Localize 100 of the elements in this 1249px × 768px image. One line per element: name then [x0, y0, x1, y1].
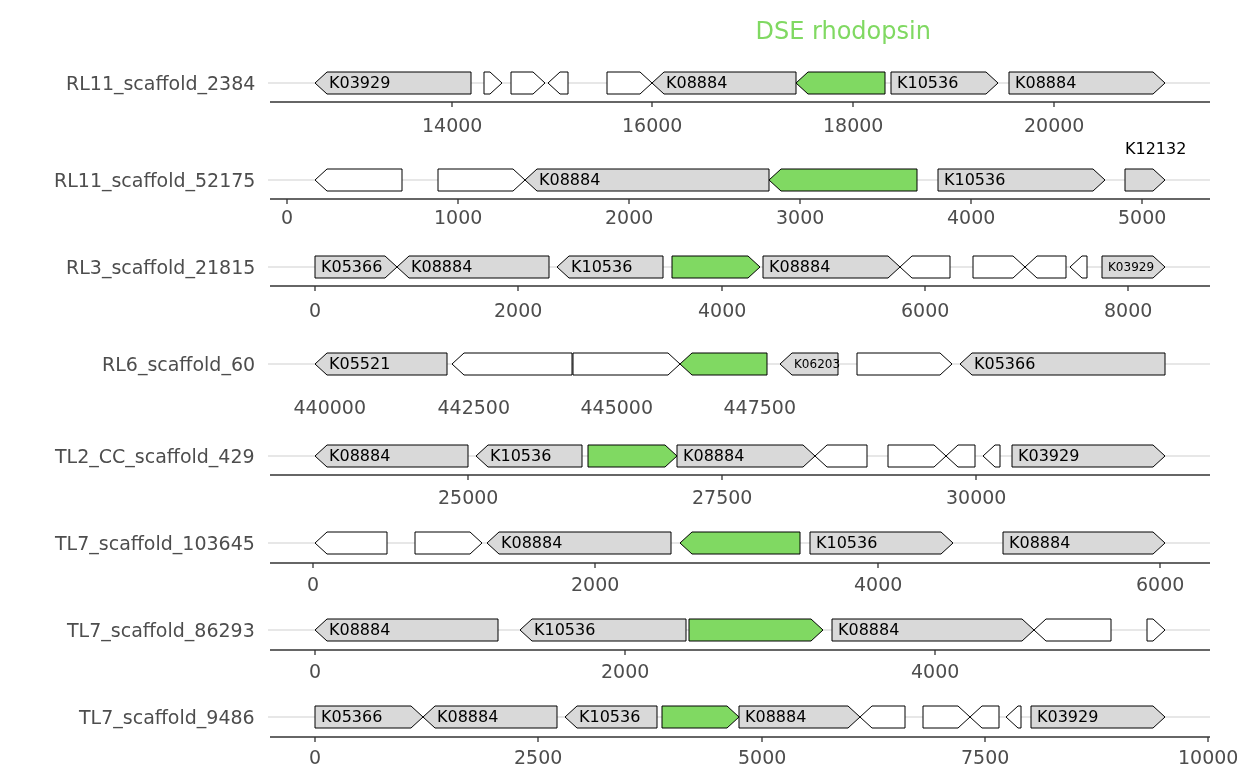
gene-block: [946, 445, 975, 467]
gene-block: [484, 72, 502, 94]
gene-block: [452, 353, 572, 375]
axis-tick-label: 440000: [293, 397, 367, 417]
axis-tick-label: 10000: [1178, 747, 1239, 767]
gene-block: [780, 353, 838, 375]
gene-block: [810, 532, 953, 554]
gene-block: [315, 353, 447, 375]
axis-tick-label: 8000: [1104, 300, 1153, 320]
gene-block: [973, 256, 1025, 278]
gene-label: K05521: [329, 353, 391, 375]
axis-tick-label: 7500: [961, 747, 1010, 767]
gene-label: K10536: [944, 169, 1006, 191]
gene-block: [415, 532, 482, 554]
gene-block: [923, 706, 970, 728]
axis-tick-label: 30000: [946, 487, 1007, 507]
gene-label: K12132: [1125, 138, 1187, 160]
gene-block: [315, 706, 423, 728]
axis-tick-label: 25000: [438, 487, 499, 507]
gene-label: K03929: [1108, 259, 1155, 276]
axis-tick-label: 2500: [514, 747, 563, 767]
axis-tick-label: 4000: [698, 300, 747, 320]
gene-block: [796, 72, 885, 94]
gene-label: K05366: [974, 353, 1036, 375]
track-name: TL7_scaffold_103645: [55, 533, 255, 553]
gene-label: K08884: [539, 169, 601, 191]
gene-block: [680, 353, 767, 375]
gene-block: [565, 706, 657, 728]
track-name: RL11_scaffold_52175: [54, 170, 256, 190]
gene-label: K10536: [534, 619, 596, 641]
gene-label: K08884: [1009, 532, 1071, 554]
gene-block: [1009, 72, 1165, 94]
axis-tick-label: 0: [309, 300, 322, 320]
gene-label: K10536: [571, 256, 633, 278]
axis-tick-label: 0: [307, 574, 320, 594]
gene-block: [520, 619, 686, 641]
gene-block: [1025, 256, 1066, 278]
gene-label: K08884: [1015, 72, 1077, 94]
gene-block: [607, 72, 652, 94]
gene-block: [891, 72, 998, 94]
gene-block: [763, 256, 900, 278]
gene-block: [970, 706, 999, 728]
axis-tick-label: 2000: [494, 300, 543, 320]
axis-tick-label: 27500: [692, 487, 753, 507]
axis-tick-label: 445000: [580, 397, 654, 417]
gene-label: K08884: [666, 72, 728, 94]
axis-tick-label: 5000: [1118, 207, 1167, 227]
gene-block: [938, 169, 1105, 191]
gene-block: [769, 169, 917, 191]
gene-label: K06203: [794, 356, 841, 373]
gene-block: [315, 532, 387, 554]
axis-tick-label: 2000: [601, 661, 650, 681]
axis-tick-label: 4000: [947, 207, 996, 227]
gene-block: [1012, 445, 1165, 467]
gene-block: [652, 72, 796, 94]
axis-tick-label: 6000: [901, 300, 950, 320]
track-name: RL11_scaffold_2384: [66, 73, 256, 93]
gene-block: [1102, 256, 1165, 278]
gene-block: [983, 445, 1000, 467]
gene-label: K08884: [501, 532, 563, 554]
axis-tick-label: 4000: [854, 574, 903, 594]
gene-label: K08884: [683, 445, 745, 467]
axis-tick-label: 16000: [622, 115, 683, 135]
axis-tick-label: 442500: [437, 397, 511, 417]
gene-block: [1070, 256, 1087, 278]
gene-label: K05366: [321, 256, 383, 278]
gene-label: K08884: [329, 445, 391, 467]
track-name: RL6_scaffold_60: [102, 354, 256, 374]
track-name: TL2_CC_scaffold_429: [55, 446, 255, 466]
axis-tick-label: 18000: [823, 115, 884, 135]
gene-block: [815, 445, 867, 467]
gene-label: K10536: [490, 445, 552, 467]
gene-block: [1147, 619, 1165, 641]
gene-block: [557, 256, 663, 278]
gene-label: K08884: [745, 706, 807, 728]
axis-tick-label: 0: [281, 207, 294, 227]
gene-label: K08884: [437, 706, 499, 728]
gene-block: [900, 256, 950, 278]
track-name: TL7_scaffold_86293: [67, 620, 255, 640]
axis-tick-label: 0: [309, 747, 322, 767]
gene-label: K05366: [321, 706, 383, 728]
gene-block: [487, 532, 671, 554]
gene-label: K10536: [897, 72, 959, 94]
gene-block: [525, 169, 769, 191]
axis-tick-label: 2000: [571, 574, 620, 594]
gene-block: [476, 445, 582, 467]
axis-tick-label: 6000: [1136, 574, 1185, 594]
gene-block: [832, 619, 1034, 641]
gene-label: K03929: [329, 72, 391, 94]
gene-block: [1006, 706, 1021, 728]
track-name: RL3_scaffold_21815: [66, 257, 256, 277]
gene-label: K08884: [411, 256, 473, 278]
gene-label: K08884: [838, 619, 900, 641]
gene-block: [588, 445, 677, 467]
gene-block: [960, 353, 1165, 375]
gene-block: [315, 72, 471, 94]
axis-tick-label: 4000: [911, 661, 960, 681]
axis-tick-label: 1000: [434, 207, 483, 227]
gene-block: [315, 169, 402, 191]
gene-block: [1003, 532, 1165, 554]
